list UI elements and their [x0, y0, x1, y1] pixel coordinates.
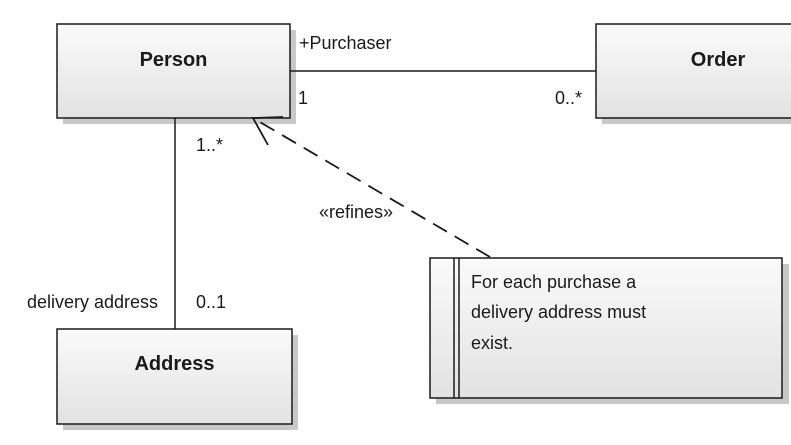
note-line-2: delivery address must — [471, 302, 646, 322]
multiplicity-person-address-address: 0..1 — [196, 292, 226, 312]
class-person-name: Person — [140, 49, 208, 71]
class-address-name: Address — [134, 353, 214, 375]
class-address[interactable]: Address — [56, 328, 298, 430]
role-purchaser-label: +Purchaser — [299, 33, 392, 53]
note[interactable]: For each purchase a delivery address mus… — [429, 257, 789, 404]
multiplicity-person-order-order: 0..* — [555, 88, 582, 108]
class-order-box — [595, 23, 791, 119]
class-person[interactable]: Person — [56, 23, 296, 124]
note-line-3: exist. — [471, 333, 513, 353]
note-line-1: For each purchase a — [471, 272, 637, 292]
multiplicity-person-order-person: 1 — [298, 88, 308, 108]
dependency-arrowhead-icon — [251, 116, 284, 146]
stereotype-refines-label: «refines» — [319, 202, 393, 222]
class-order-name: Order — [691, 49, 746, 71]
class-order[interactable]: Order — [595, 23, 791, 124]
note-box — [429, 257, 783, 399]
multiplicity-person-address-person: 1..* — [196, 135, 223, 155]
role-delivery-address-label: delivery address — [27, 292, 158, 312]
dependency-refines-line[interactable] — [252, 117, 491, 258]
class-address-box — [56, 328, 293, 425]
class-person-box — [56, 23, 291, 119]
